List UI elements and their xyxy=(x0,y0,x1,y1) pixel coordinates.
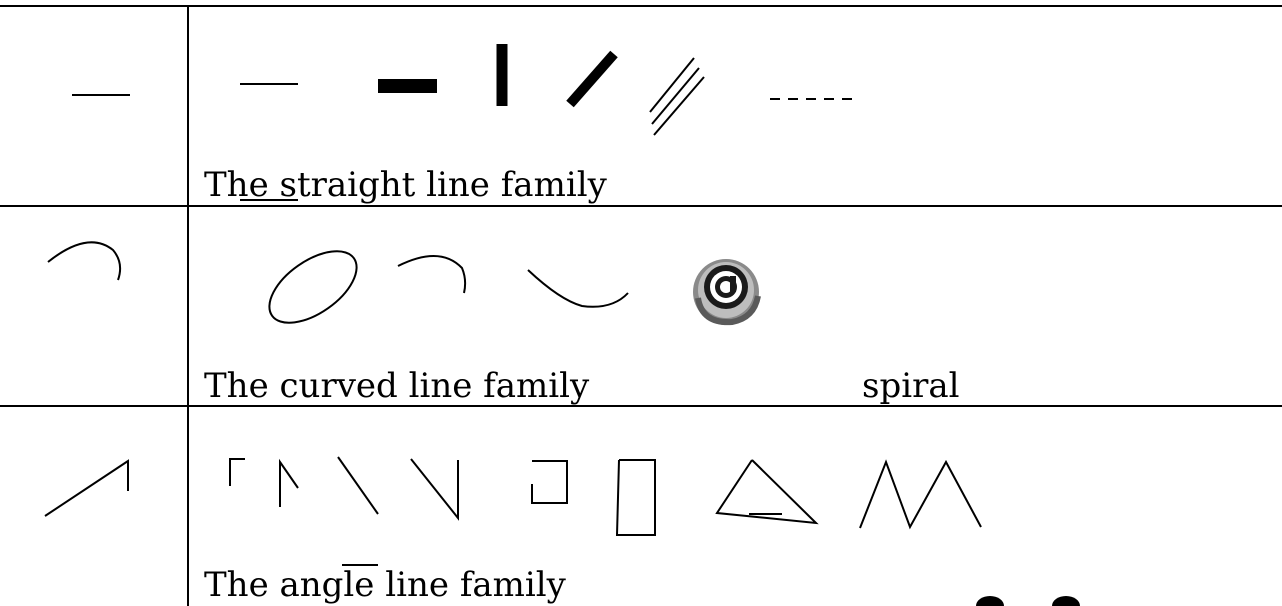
tilted-ellipse xyxy=(257,237,369,337)
tall-bracket-angle xyxy=(617,460,655,535)
row-caption-angle: The angle line family xyxy=(204,565,566,605)
arch-curve xyxy=(398,256,465,293)
angle-line-sample xyxy=(45,461,128,516)
curved-line-examples xyxy=(48,237,628,337)
straight-line-examples xyxy=(72,44,852,135)
row-caption-straight: The straight line family xyxy=(204,165,607,205)
triple-diagonal-line-2 xyxy=(652,68,699,124)
spiral-icon xyxy=(693,259,759,325)
row-caption-curved: The curved line family xyxy=(204,366,590,406)
triple-diagonal-line-1 xyxy=(650,58,694,112)
angle-line-examples xyxy=(45,457,981,535)
thick-diagonal-line xyxy=(570,54,614,104)
bracket-angle xyxy=(230,459,245,486)
lean-angle xyxy=(280,462,298,507)
check-angle xyxy=(411,459,458,518)
triple-diagonal-line-3 xyxy=(654,77,704,135)
spiral-label: spiral xyxy=(862,366,960,406)
open-box-angle xyxy=(532,461,567,503)
backslash-line xyxy=(338,457,378,514)
triangle-angle xyxy=(717,460,816,523)
bowl-curve xyxy=(528,270,628,307)
cropped-shapes xyxy=(976,596,1080,606)
curved-line-sample xyxy=(48,242,120,280)
double-peak-angle xyxy=(860,462,981,528)
